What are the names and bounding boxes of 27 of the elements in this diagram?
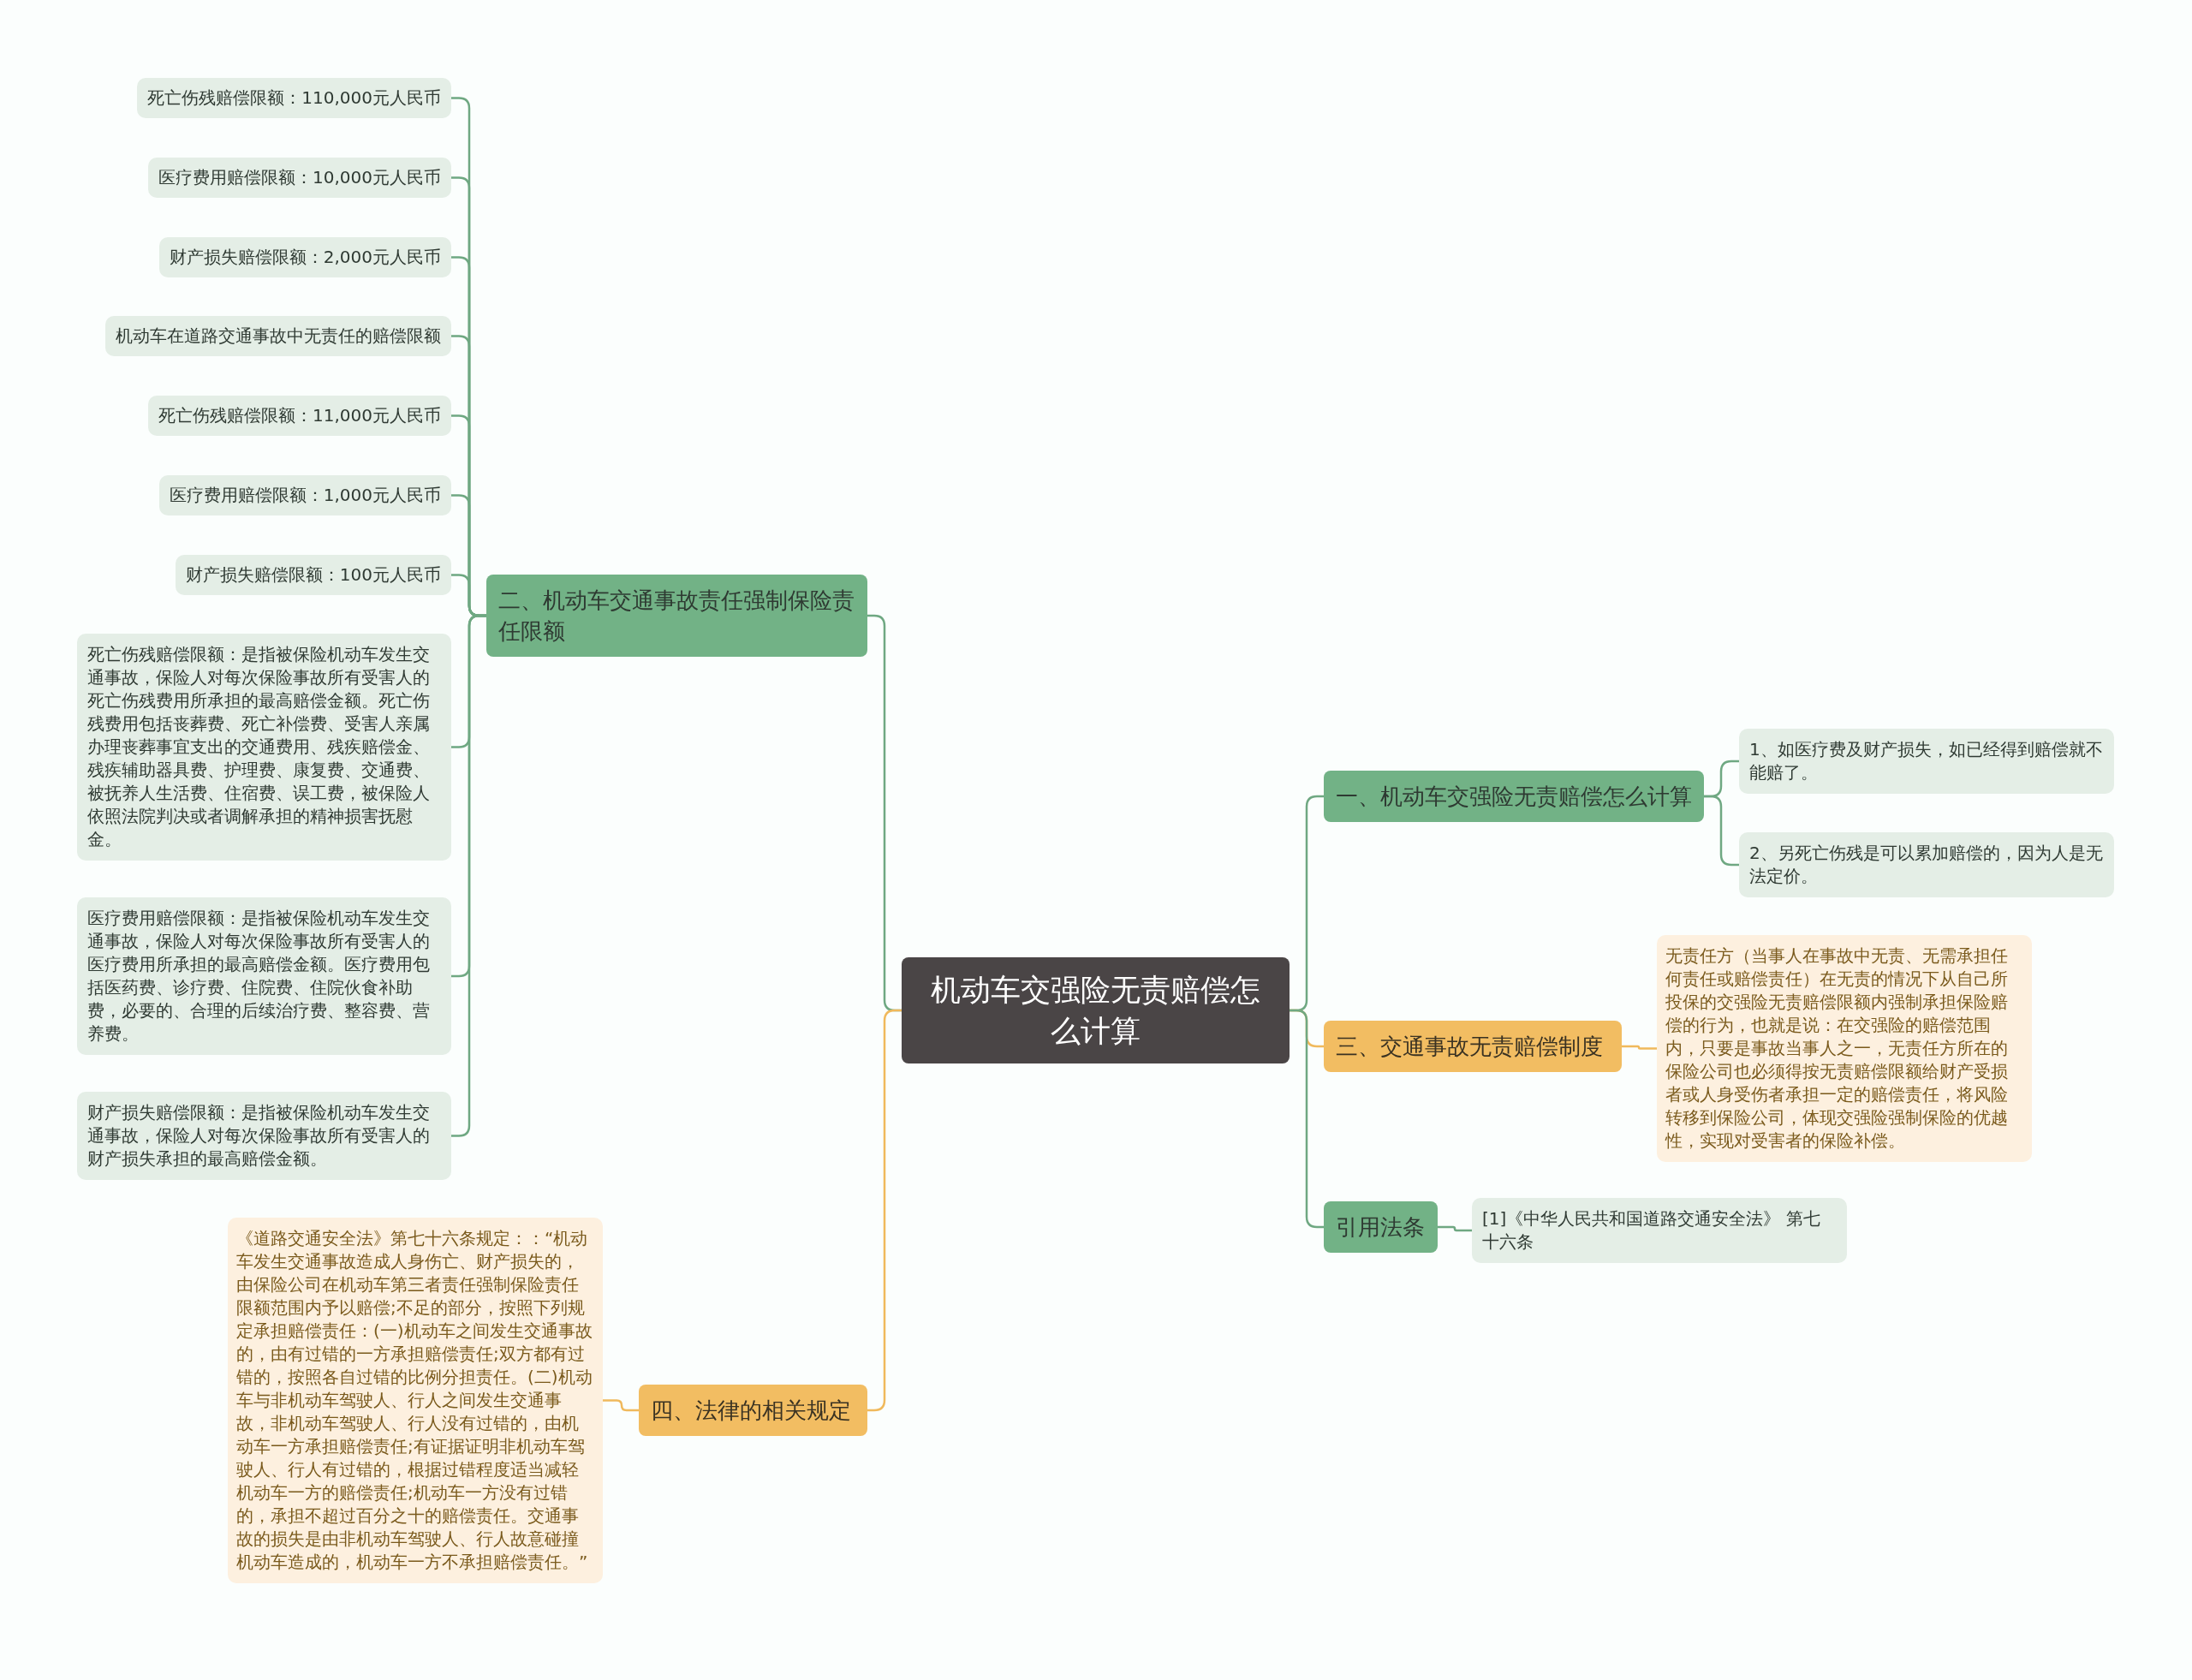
subtopic-card: 财产损失赔偿限额：100元人民币 xyxy=(175,555,451,595)
central-topic: 机动车交强险无责赔偿怎么计算 xyxy=(902,957,1290,1063)
connector-line xyxy=(1622,1045,1657,1050)
subtopic-card: 财产损失赔偿限额：是指被保险机动车发生交通事故，保险人对每次保险事故所有受害人的财产损失承担的最高赔偿金额。 xyxy=(77,1092,451,1180)
branch-topic: 三、交通事故无责赔偿制度 xyxy=(1324,1021,1622,1072)
subtopic-card: 2、另死亡伤残是可以累加赔偿的，因为人是无法定价。 xyxy=(1739,832,2114,897)
connector-line xyxy=(1438,1225,1472,1232)
subtopic-card: 医疗费用赔偿限额：1,000元人民币 xyxy=(158,475,451,515)
subtopic-card: 死亡伤残赔偿限额：110,000元人民币 xyxy=(137,78,451,118)
branch-topic: 引用法条 xyxy=(1324,1201,1438,1253)
subtopic-card: 《道路交通安全法》第七十六条规定：：“机动车发生交通事故造成人身伤亡、财产损失的，由保险公司在机动车第三者责任强制保险责任限额范围内予以赔偿;不足的部分，按照下列规定承担赔偿责任：(一)机动车之间发生交通事故的，由有过错的一方承担赔偿责任;双方都有过错的，按照各自过错的比例分担责任。(二)机动车与非机动车驾驶人、行人之间发生交通事故，非机动车驾驶人、行人没有过错的，由机动车一方承担赔偿责任;有证据证明非机动车驾驶人、行人有过错的，根据过错程度适当减轻机动车一方的赔偿责任;机动车一方没有过错的，承担不超过百分之十的赔偿责任。交通事故的损失是由非机动车驾驶人、行人故意碰撞机动车造成的，机动车一方不承担赔偿责任。” xyxy=(228,1218,603,1583)
subtopic-card: 机动车在道路交通事故中无责任的赔偿限额 xyxy=(105,316,451,356)
subtopic-card: [1]《中华人民共和国道路交通安全法》 第七十六条 xyxy=(1472,1198,1847,1263)
subtopic-card: 1、如医疗费及财产损失，如已经得到赔偿就不能赔了。 xyxy=(1739,729,2114,794)
connector-line xyxy=(1290,1009,1324,1229)
branch-topic: 四、法律的相关规定 xyxy=(639,1385,867,1436)
subtopic-card: 死亡伤残赔偿限额：是指被保险机动车发生交通事故，保险人对每次保险事故所有受害人的死亡伤残费用所承担的最高赔偿金额。死亡伤残费用包括丧葬费、死亡补偿费、受害人亲属办理丧葬事宜支出的交通费用、残疾赔偿金、残疾辅助器具费、护理费、康复费、交通费、被抚养人生活费、住宿费、误工费，被保险人依照法院判决或者调解承担的精神损害抚慰金。 xyxy=(77,634,451,861)
subtopic-card: 医疗费用赔偿限额：是指被保险机动车发生交通事故，保险人对每次保险事故所有受害人的医疗费用所承担的最高赔偿金额。医疗费用包括医药费、诊疗费、住院费、住院伙食补助费，必要的、合理的后续治疗费、整容费、营养费。 xyxy=(77,897,451,1055)
branch-topic: 二、机动车交通事故责任强制保险责任限额 xyxy=(486,575,867,657)
subtopic-card: 死亡伤残赔偿限额：11,000元人民币 xyxy=(148,396,451,436)
connector-line xyxy=(1704,795,1739,867)
subtopic-card: 医疗费用赔偿限额：10,000元人民币 xyxy=(148,158,451,198)
subtopic-card: 无责任方（当事人在事故中无责、无需承担任何责任或赔偿责任）在无责的情况下从自己所投保的交强险无责赔偿限额内强制承担保险赔偿的行为，也就是说：在交强险的赔偿范围内，只要是事故当事人之一，无责任方所在的保险公司也必须得按无责赔偿限额给财产受损者或人身受伤者承担一定的赔偿责任，将风险转移到保险公司，体现交强险强制保险的优越性，实现对受害者的保险补偿。 xyxy=(1657,935,2032,1162)
branch-topic: 一、机动车交强险无责赔偿怎么计算 xyxy=(1324,771,1704,822)
connector-line xyxy=(603,1399,639,1412)
connector-line xyxy=(867,1009,902,1412)
subtopic-card: 财产损失赔偿限额：2,000元人民币 xyxy=(158,237,451,277)
